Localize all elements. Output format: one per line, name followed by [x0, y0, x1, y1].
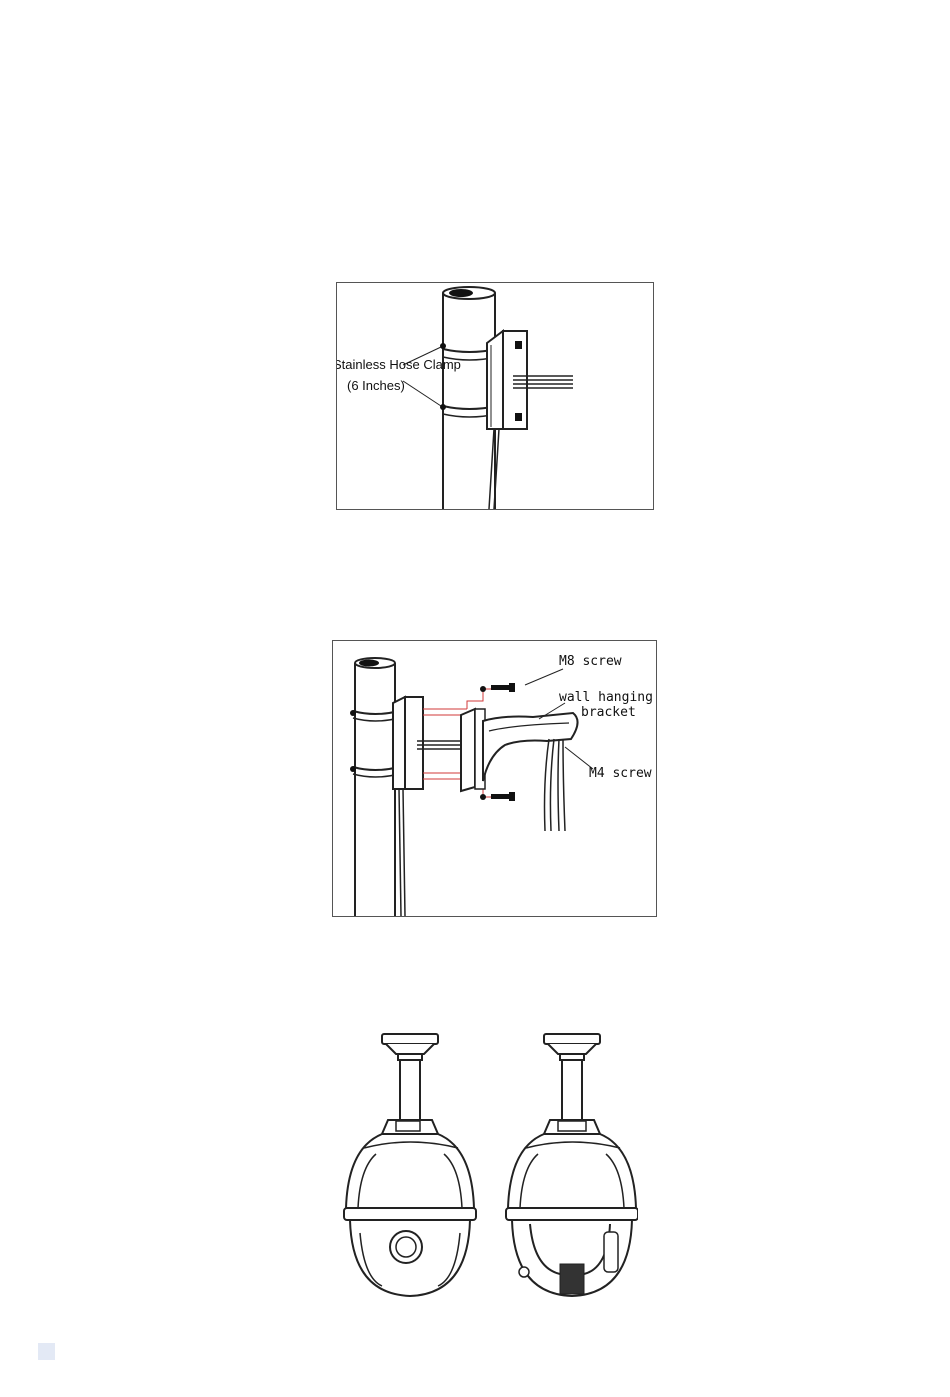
figure-dome-cameras: [338, 1028, 638, 1303]
m4-screw-label: M4 screw: [589, 766, 652, 781]
bracket-assembly-diagram: M8 screw wall hanging bracket M4 screw: [333, 641, 658, 918]
bracket-label: wall hanging: [559, 690, 653, 705]
cable-down: [489, 429, 494, 509]
bracket-flange: [461, 709, 475, 791]
m8-screw-label: M8 screw: [559, 654, 622, 669]
dome-camera-side-view: [506, 1034, 638, 1296]
dome-cameras-diagram: [338, 1028, 638, 1303]
bracket-label-line2: bracket: [581, 705, 636, 720]
pole-clamp-diagram: Stainless Hose Clamp (6 Inches): [337, 283, 655, 511]
page-corner-mark: [38, 1343, 55, 1360]
figure-bracket-assembly: M8 screw wall hanging bracket M4 screw: [332, 640, 657, 917]
figure-pole-clamp: Stainless Hose Clamp (6 Inches): [336, 282, 654, 510]
mount-plate-front: [487, 331, 503, 429]
dome-camera-front-view: [344, 1034, 476, 1296]
clamp-size-label: (6 Inches): [347, 378, 405, 393]
pole-top-shadow: [449, 289, 473, 297]
upper-clamp-screw: [440, 343, 446, 349]
clamp-label: Stainless Hose Clamp: [337, 357, 461, 372]
lower-clamp-screw: [440, 404, 446, 410]
